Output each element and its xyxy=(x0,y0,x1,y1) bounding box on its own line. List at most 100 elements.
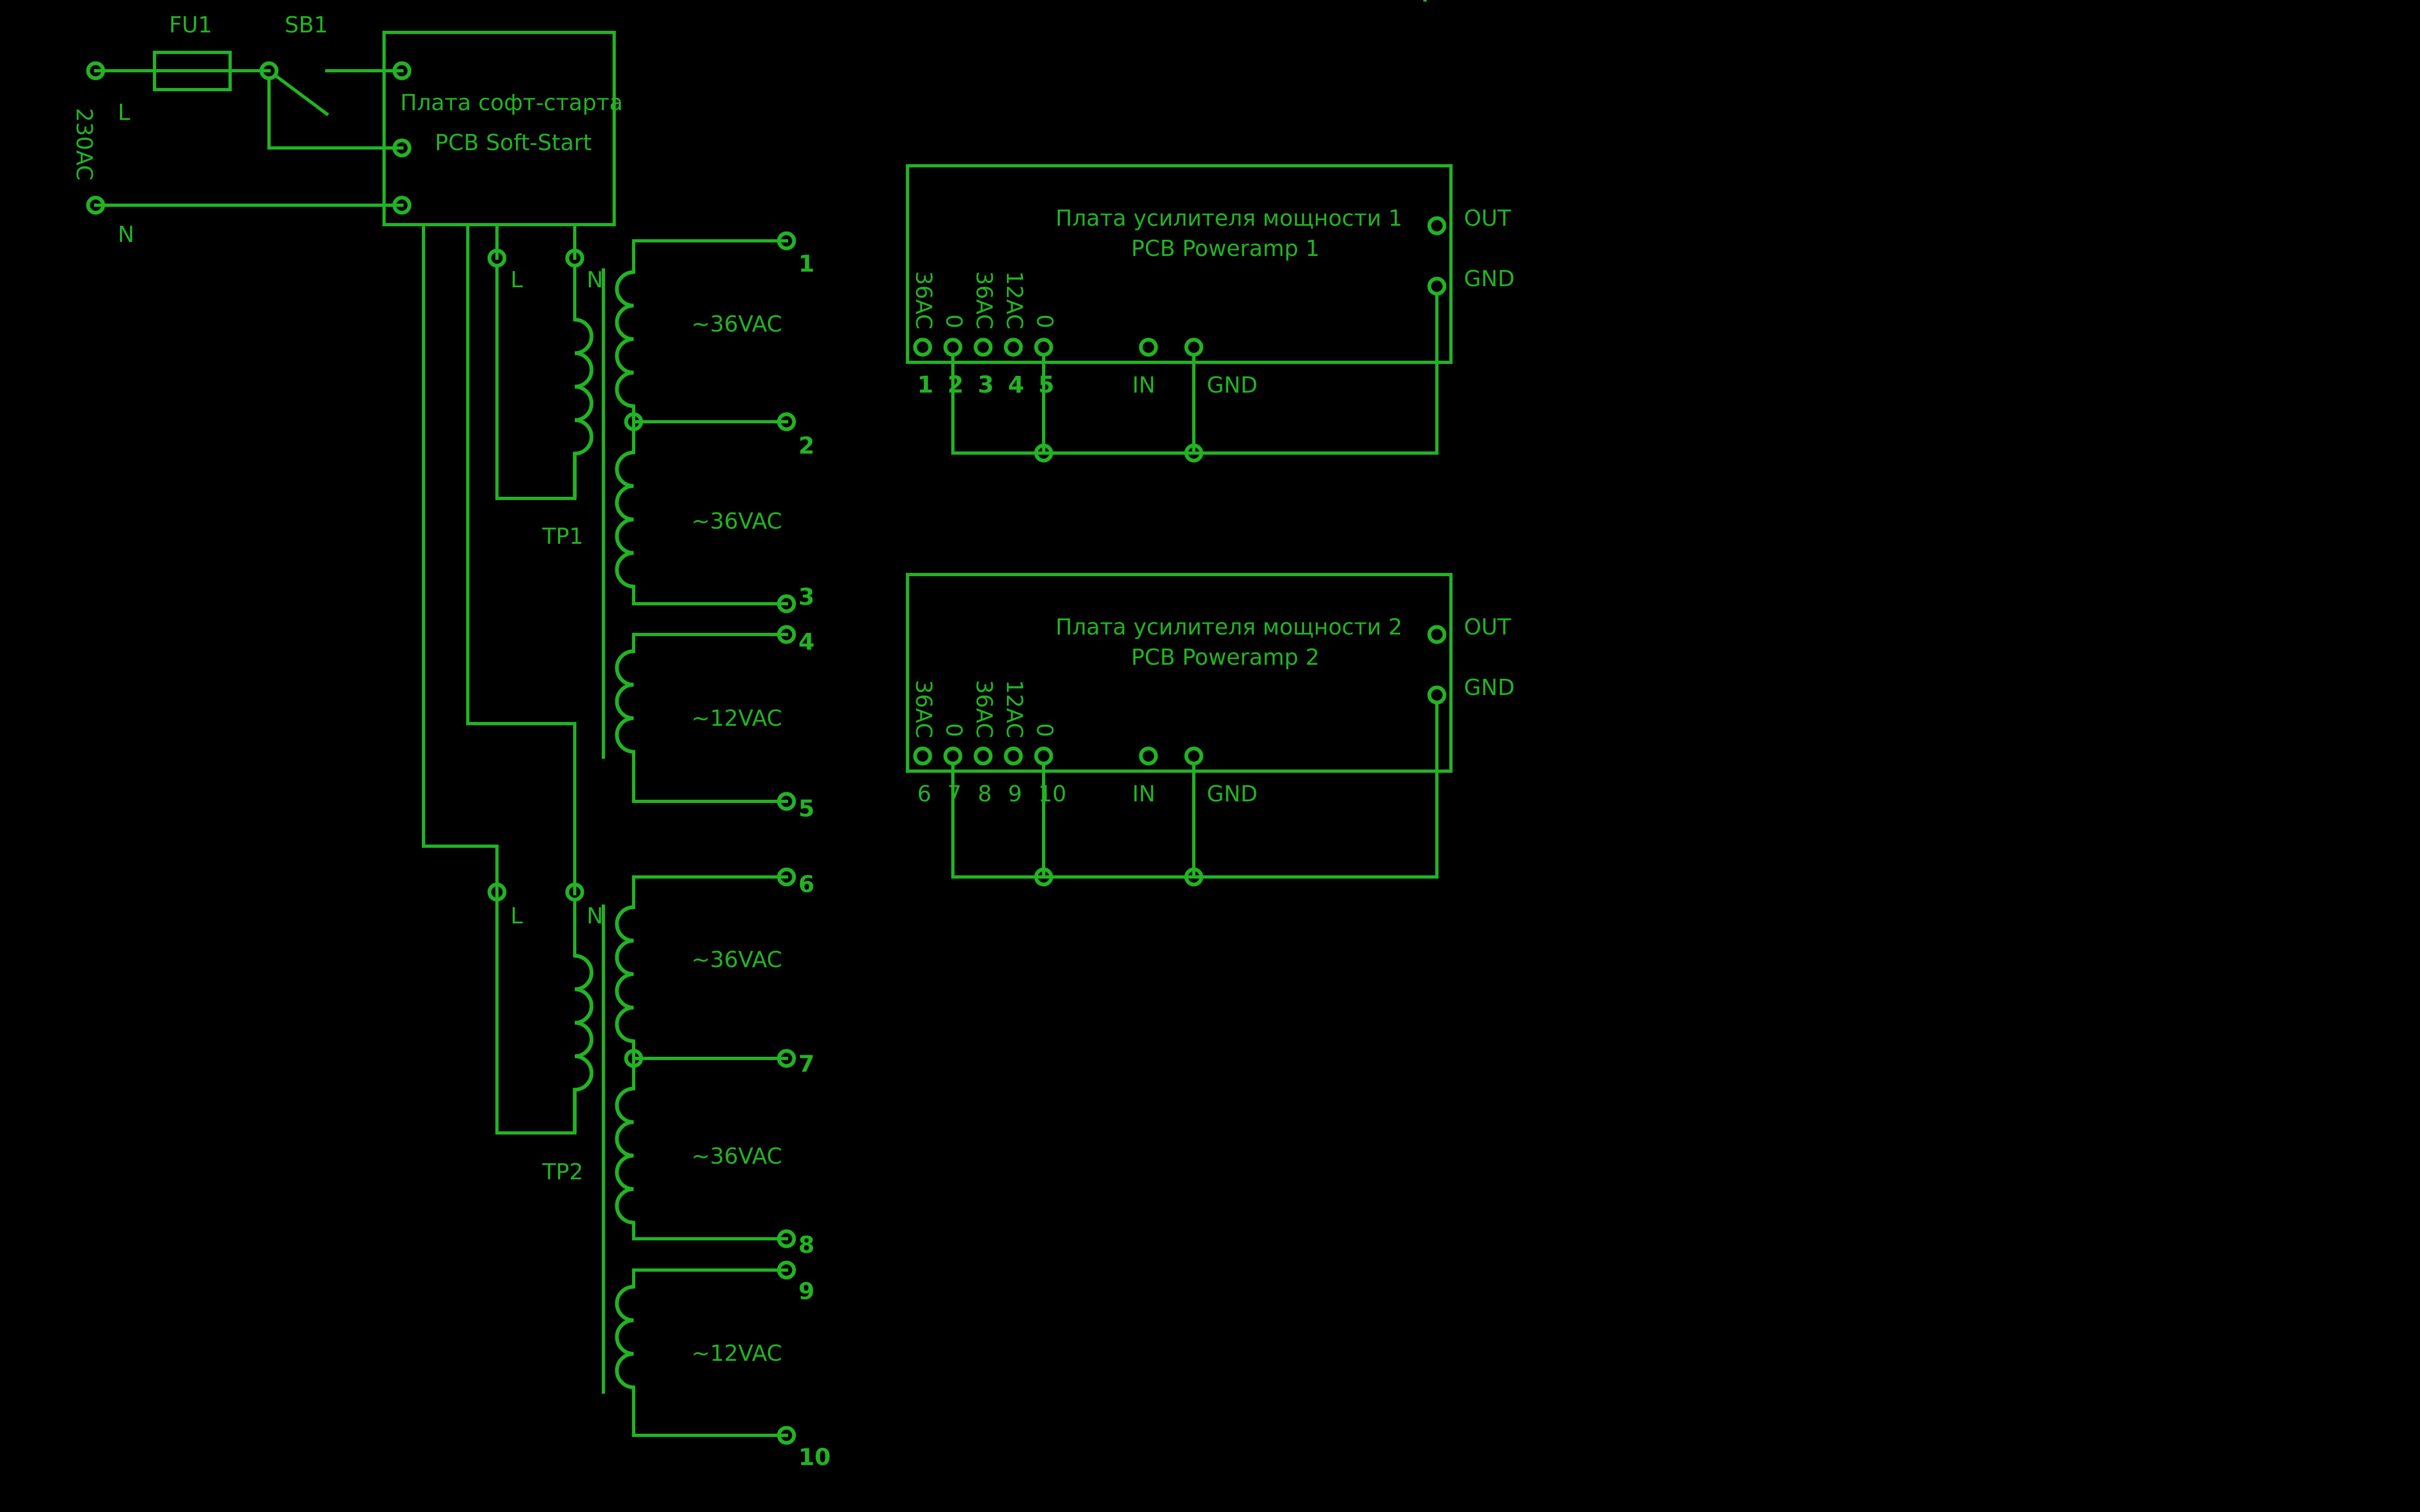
fuse-label: FU1 xyxy=(169,12,212,38)
softstart-title-ru: Плата софт-старта xyxy=(400,90,623,116)
tr1-terminal-4-label: 4 xyxy=(798,629,815,656)
amp1-pin-5-number: 5 xyxy=(1038,372,1054,399)
tr2-terminal-7 xyxy=(777,1049,796,1068)
amp2-title-ru: Плата усилителя мощности 2 xyxy=(1056,614,1402,640)
amp1-title-en: PCB Poweramp 1 xyxy=(1131,235,1320,261)
amp1-pin-3-number: 3 xyxy=(978,372,994,399)
tr1-terminal-2-label: 2 xyxy=(798,433,815,460)
tr1-n-label: N xyxy=(587,267,603,293)
amp1-pin-4-number: 4 xyxy=(1008,372,1024,399)
amp1-pin-4 xyxy=(1004,338,1023,357)
tr2-terminal-7-label: 7 xyxy=(798,1051,815,1078)
mains-input: 230AC L N xyxy=(71,61,404,247)
transformer-tr2: L N 6 7 8 9 10 ~36VAC ~36VAC ~12VA xyxy=(487,867,831,1471)
softstart-pin-3 xyxy=(392,195,412,215)
amp1-out-terminal xyxy=(1427,216,1447,235)
amp2-in-terminal xyxy=(1139,746,1158,766)
tr2-terminal-6 xyxy=(777,867,796,887)
tr2-terminal-9 xyxy=(777,1260,796,1280)
tr2-n-label: N xyxy=(587,903,603,929)
tr2-winding-3-label: ~12VAC xyxy=(691,1340,782,1366)
amp2-out-terminal xyxy=(1427,625,1447,644)
amp2-pin-9-number: 9 xyxy=(1008,781,1022,807)
amp1-pin-3-label: 36AC xyxy=(971,271,997,329)
tr2-secondary-2 xyxy=(615,1086,634,1225)
tr2-secondary-1 xyxy=(615,905,634,1043)
softstart-pin-1 xyxy=(392,61,412,80)
tr2-terminal-10 xyxy=(777,1426,796,1445)
amp2-gnd-label: GND xyxy=(1464,674,1515,700)
amp1-pin-5-label: 0 xyxy=(1032,314,1058,328)
tr2-terminal-8 xyxy=(777,1229,796,1248)
amp2-pin-8 xyxy=(973,746,993,766)
tr1-terminal-1 xyxy=(777,231,796,251)
tr1-terminal-3-label: 3 xyxy=(798,584,815,611)
mains-l-label: L xyxy=(118,99,130,125)
fuse-fu1: FU1 xyxy=(153,12,271,91)
tr1-terminal-1-label: 1 xyxy=(798,251,815,278)
amp1-pin-1 xyxy=(913,338,932,357)
amp2-pin-9-label: 12AC xyxy=(1001,680,1027,738)
tr1-center-tap xyxy=(624,412,643,431)
amp1-pin-2 xyxy=(943,338,963,357)
softstart-board: Плата софт-старта PCB Soft-Start xyxy=(382,31,623,226)
amp2-pin-6-label: 36AC xyxy=(911,680,937,738)
primary-feeds xyxy=(422,0,1427,1135)
tr1-n-terminal xyxy=(565,248,584,268)
amp2-board: Плата усилителя мощности 2 PCB Poweramp … xyxy=(906,573,1515,887)
amp1-board: Плата усилителя мощности 1 PCB Poweramp … xyxy=(906,164,1515,463)
amp1-gnd-label: GND xyxy=(1464,266,1515,292)
amp2-pin-10 xyxy=(1034,746,1053,766)
tr2-winding-2-label: ~36VAC xyxy=(691,1143,782,1169)
amp2-gnd-terminal xyxy=(1427,685,1447,705)
amp1-pin-2-label: 0 xyxy=(941,314,967,328)
switch-label: SB1 xyxy=(285,12,328,38)
tr1-terminal-2 xyxy=(777,412,796,431)
mains-l-terminal xyxy=(86,61,105,80)
amp2-pin-8-number: 8 xyxy=(978,781,992,807)
mains-n-terminal xyxy=(86,195,105,215)
amp1-pin-2-number: 2 xyxy=(947,372,964,399)
amp2-in-gnd-terminal xyxy=(1184,746,1204,766)
mains-n-label: N xyxy=(118,221,135,247)
amp2-pin-10-label: 0 xyxy=(1032,723,1058,737)
amp1-gnd-terminal xyxy=(1427,276,1447,296)
softstart-pin-2 xyxy=(392,138,412,158)
tr2-terminal-10-label: 10 xyxy=(798,1444,831,1471)
amp1-pin-1-label: 36AC xyxy=(911,271,937,329)
tr1-secondary-3 xyxy=(615,649,634,754)
tr2-winding-1-label: ~36VAC xyxy=(691,947,782,973)
tr2-terminal-6-label: 6 xyxy=(798,871,815,898)
amp2-in-label: IN xyxy=(1132,781,1155,807)
amp1-in-label: IN xyxy=(1132,372,1155,398)
amp1-in-gnd-label: GND xyxy=(1207,372,1258,398)
amp1-pin-5 xyxy=(1034,338,1053,357)
amp1-pin-3 xyxy=(973,338,993,357)
tr1-secondary-1 xyxy=(615,270,634,408)
amp2-gnd-junction-2 xyxy=(1184,867,1204,887)
tr2-primary-coil xyxy=(573,954,594,1133)
tr1-terminal-5-label: 5 xyxy=(798,795,815,822)
amp2-gnd-junction-1 xyxy=(1034,867,1053,887)
tr1-winding-1-label: ~36VAC xyxy=(691,311,782,337)
amp2-in-gnd-label: GND xyxy=(1207,781,1258,807)
amp2-pin-6-number: 6 xyxy=(917,781,931,807)
amp2-out-label: OUT xyxy=(1464,614,1511,640)
amp1-pin-4-label: 12AC xyxy=(1001,271,1027,329)
tr1-terminal-3 xyxy=(777,594,796,613)
tr1-terminal-5 xyxy=(777,792,796,811)
tr1-winding-3-label: ~12VAC xyxy=(691,705,782,731)
tr1-l-terminal xyxy=(487,248,507,268)
amp2-pin-8-label: 36AC xyxy=(971,680,997,738)
tr2-center-tap xyxy=(624,1049,643,1068)
tr1-label: ТР1 xyxy=(542,523,583,549)
amp1-out-label: OUT xyxy=(1464,205,1511,231)
amp2-title-en: PCB Poweramp 2 xyxy=(1131,644,1320,670)
amp1-in-terminal xyxy=(1139,338,1158,357)
tr1-l-label: L xyxy=(510,267,523,293)
tr1-primary-coil xyxy=(573,318,594,498)
tr2-secondary-3 xyxy=(615,1285,634,1389)
tr2-terminal-9-label: 9 xyxy=(798,1278,815,1305)
tr2-terminal-8-label: 8 xyxy=(798,1232,815,1259)
